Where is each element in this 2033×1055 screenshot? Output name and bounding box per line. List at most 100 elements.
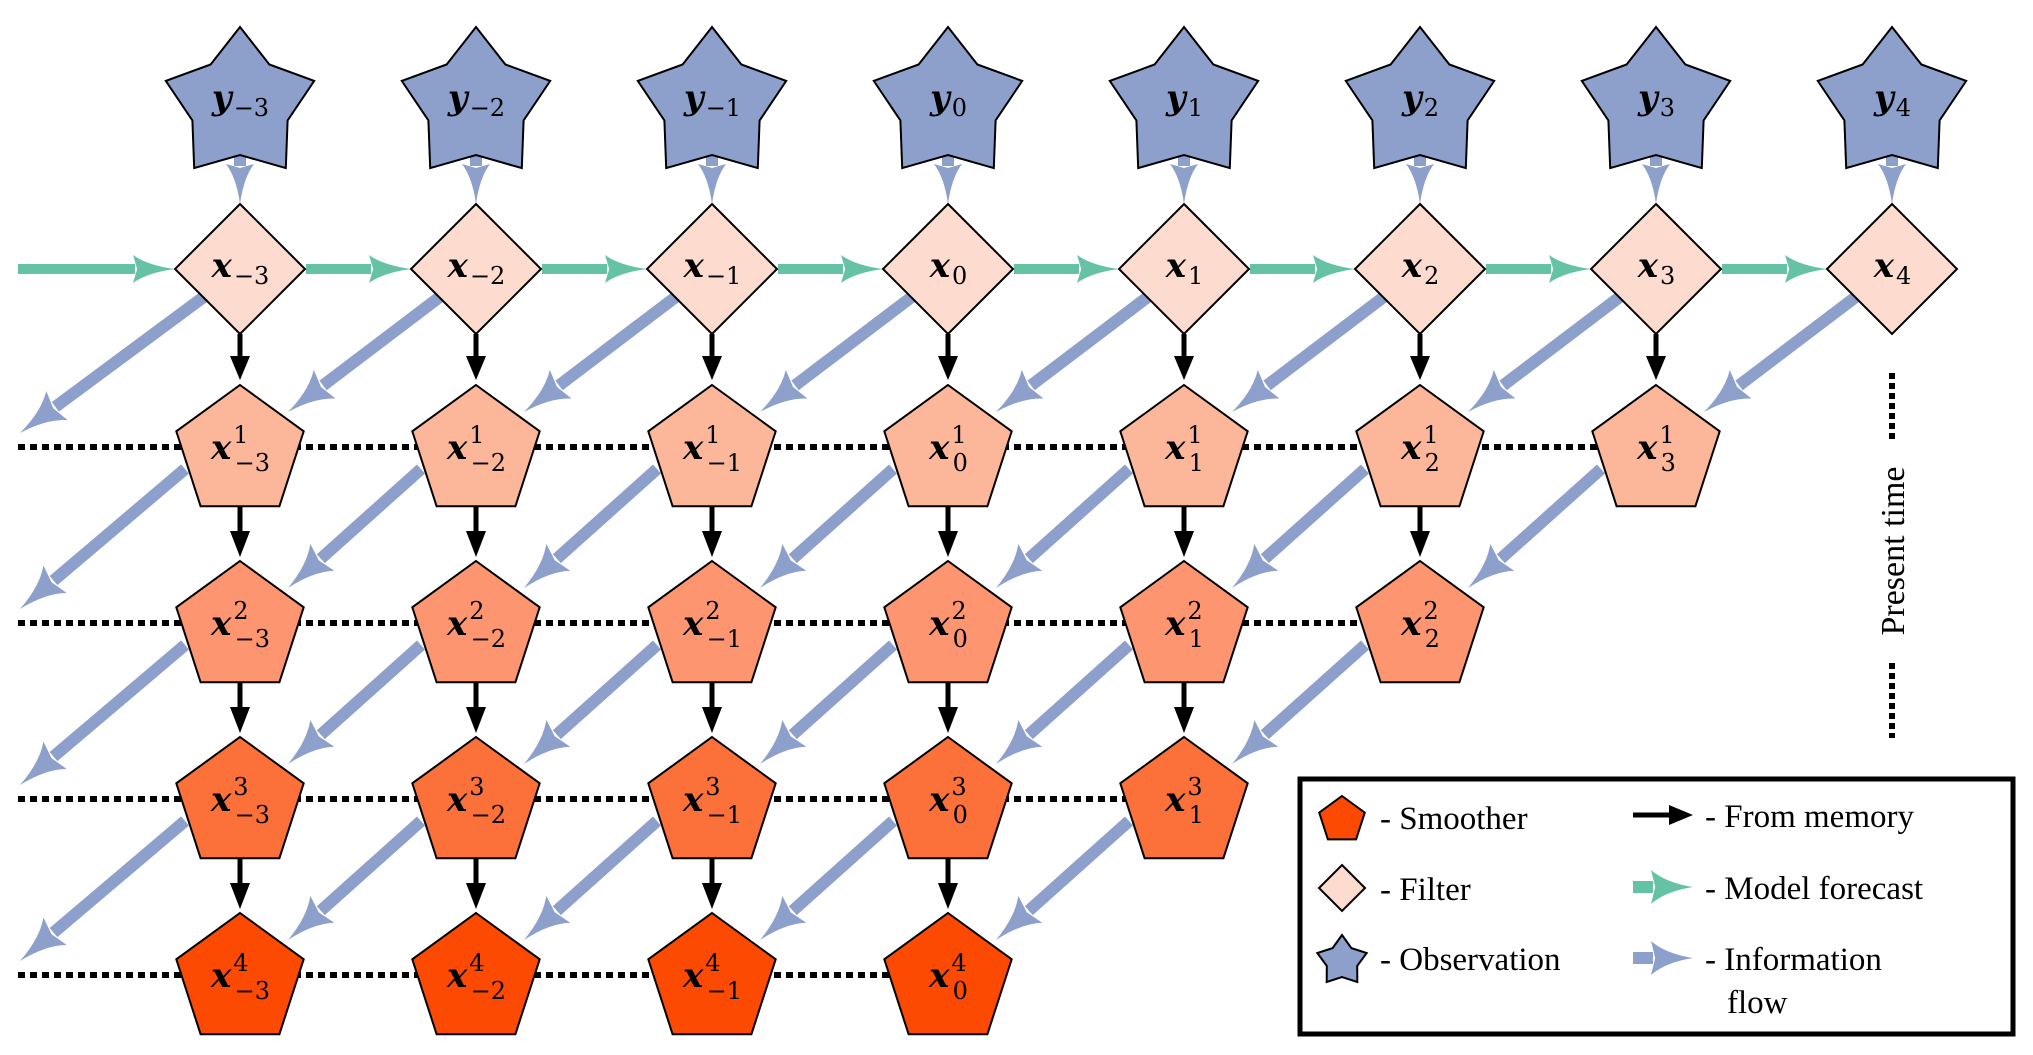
observation-label: y1	[1165, 78, 1203, 122]
observation-label: y−3	[211, 78, 269, 122]
filter-label: x−1	[683, 246, 742, 290]
information-flow-arrow	[524, 816, 662, 940]
information-flow-arrow-shaft	[1263, 291, 1389, 391]
memory-arrow	[466, 675, 486, 733]
information-flow-arrow-head	[288, 543, 335, 588]
pentagon-icon	[1318, 794, 1366, 841]
star-icon	[636, 25, 788, 170]
star-icon	[1580, 25, 1732, 170]
information-flow-arrow-shaft	[1735, 291, 1861, 391]
pentagon-icon	[1119, 383, 1249, 508]
present-time-label: Present time	[1875, 466, 1912, 635]
black-arrow-icon-head	[1669, 805, 1693, 825]
information-flow-arrow-head	[996, 369, 1044, 412]
diamond-icon	[1317, 863, 1367, 913]
smoother-label: x1−2	[446, 421, 506, 477]
memory-arrow-head	[1410, 356, 1430, 380]
observation-node: y−3	[164, 25, 316, 170]
smoother-label: x3−1	[682, 773, 742, 829]
legend-label: - Smoother	[1380, 801, 1528, 837]
pentagon-icon	[647, 383, 777, 508]
information-flow-arrow-shaft	[555, 291, 681, 391]
memory-arrow	[938, 499, 958, 557]
smoother-node: x4−1	[647, 911, 777, 1036]
pentagon-icon	[1355, 559, 1485, 684]
observation-arrow-head	[1642, 164, 1670, 204]
information-flow-arrow	[20, 291, 209, 433]
filter-node: x−3	[173, 202, 307, 336]
legend-item: - From memory	[1633, 799, 1914, 835]
information-flow-arrow-head	[20, 391, 68, 433]
pentagon-icon	[175, 735, 305, 860]
information-flow-arrow-head	[760, 719, 807, 764]
model-forecast-arrow-head	[1313, 255, 1355, 283]
filter-label: x−2	[447, 246, 506, 290]
green-arrow-icon-head	[1651, 870, 1693, 904]
information-flow-arrow-shaft	[1024, 464, 1134, 564]
diamond-icon	[1353, 202, 1487, 336]
smoother-label: x1−1	[682, 421, 742, 477]
information-flow-arrow-head	[760, 369, 808, 412]
memory-arrow	[230, 334, 250, 380]
model-forecast-arrow-head	[605, 255, 647, 283]
memory-arrow-head	[1646, 356, 1666, 380]
information-flow-arrow	[996, 816, 1134, 940]
information-flow-arrow	[760, 640, 898, 764]
information-flow-arrow-shaft	[552, 816, 662, 916]
information-flow-arrow-head	[1704, 369, 1752, 412]
information-flow-arrow-head	[1232, 369, 1280, 412]
observation-arrow-head	[1406, 164, 1434, 204]
memory-arrow-head	[1174, 707, 1194, 733]
filter-node: x0	[881, 202, 1015, 336]
legend-frame	[1297, 776, 2016, 1037]
smoother-node: x3−3	[175, 735, 305, 860]
memory-arrow-head	[230, 356, 250, 380]
information-flow-arrow	[288, 464, 426, 588]
diamond-icon	[1589, 202, 1723, 336]
memory-arrow-head	[938, 356, 958, 380]
observation-label: y3	[1637, 78, 1675, 122]
memory-arrow	[466, 499, 486, 557]
information-flow-arrow-shaft	[316, 464, 426, 564]
information-flow-arrow-head	[524, 719, 571, 764]
information-flow-arrow-head	[1232, 543, 1279, 588]
memory-arrow-head	[702, 531, 722, 557]
information-flow-arrow-head	[20, 917, 67, 961]
pentagon-icon	[175, 911, 305, 1036]
observation-arrow-head	[698, 164, 726, 204]
pentagon-icon	[647, 735, 777, 860]
observation-label: y−1	[683, 78, 741, 122]
information-flow-arrow	[20, 464, 189, 609]
information-flow-arrow	[996, 464, 1134, 588]
information-flow-arrow-shaft	[552, 640, 662, 740]
information-flow-arrow-shaft	[1260, 464, 1370, 564]
memory-arrow	[1174, 675, 1194, 733]
information-flow-arrow-head	[760, 895, 807, 940]
legend-item: - Filter	[1317, 863, 1471, 913]
information-flow-arrow-shaft	[316, 640, 426, 740]
information-flow-arrow-head	[20, 741, 67, 785]
smoother-label: x3−3	[210, 773, 270, 829]
memory-arrow-head	[466, 531, 486, 557]
smoother-label: x3−2	[446, 773, 506, 829]
model-forecast-arrow-head	[133, 255, 175, 283]
memory-arrow	[230, 675, 250, 733]
memory-arrow	[938, 334, 958, 380]
filter-label: x3	[1637, 246, 1676, 290]
memory-arrow-head	[938, 883, 958, 909]
memory-arrow-head	[1410, 531, 1430, 557]
diamond-icon	[645, 202, 779, 336]
star-icon	[1108, 25, 1260, 170]
observation-label: y4	[1873, 78, 1911, 122]
information-flow-arrow-shaft	[788, 640, 898, 740]
smoother-node: x1−3	[175, 383, 305, 508]
information-flow-arrow-shaft	[1496, 464, 1606, 564]
memory-arrow	[938, 675, 958, 733]
memory-arrow-head	[230, 883, 250, 909]
